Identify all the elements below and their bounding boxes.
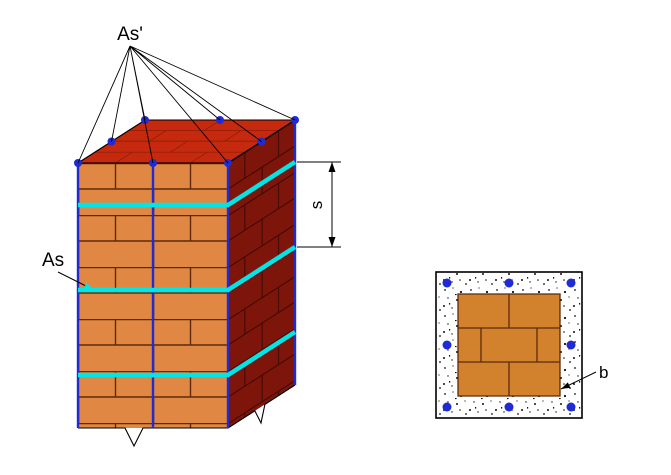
- masonry-column-3d: [74, 116, 299, 448]
- cross-section: b: [435, 271, 608, 419]
- as-prime-leader-lines: [77, 45, 296, 164]
- front-break-line: [78, 427, 228, 448]
- dimension-arrow-down: [328, 237, 336, 247]
- rebar-dot: [442, 402, 452, 412]
- rebar-dot: [566, 278, 576, 288]
- column-side-face: [228, 120, 295, 428]
- label-as-prime: As': [117, 24, 143, 45]
- tie-band: [78, 245, 297, 293]
- rebar-dot: [504, 402, 514, 412]
- tie-band: [78, 160, 297, 208]
- tie-band: [78, 330, 297, 378]
- section-rebar-dots: [442, 278, 576, 412]
- as-prime-callout: As': [77, 24, 296, 164]
- label-s: s: [307, 201, 326, 210]
- as-leader-line: [57, 271, 87, 287]
- rebar-dot: [442, 340, 452, 350]
- tie-bands: [78, 160, 297, 378]
- break-lines: [78, 384, 296, 448]
- dimension-s: s: [297, 161, 341, 248]
- b-arrowhead: [561, 382, 571, 389]
- label-b: b: [599, 363, 608, 382]
- side-break-line: [227, 384, 296, 429]
- dimension-arrow-up: [328, 162, 336, 172]
- section-brick-joints: [457, 293, 561, 397]
- as-callout: As: [42, 250, 94, 290]
- b-callout: b: [560, 363, 608, 390]
- rebar-dot: [504, 278, 514, 288]
- column-top-face: [78, 120, 295, 163]
- rebar-dot: [442, 278, 452, 288]
- rebar-dot: [566, 340, 576, 350]
- label-as: As: [42, 250, 64, 271]
- as-arrowhead: [83, 282, 94, 290]
- rebar-dot: [566, 402, 576, 412]
